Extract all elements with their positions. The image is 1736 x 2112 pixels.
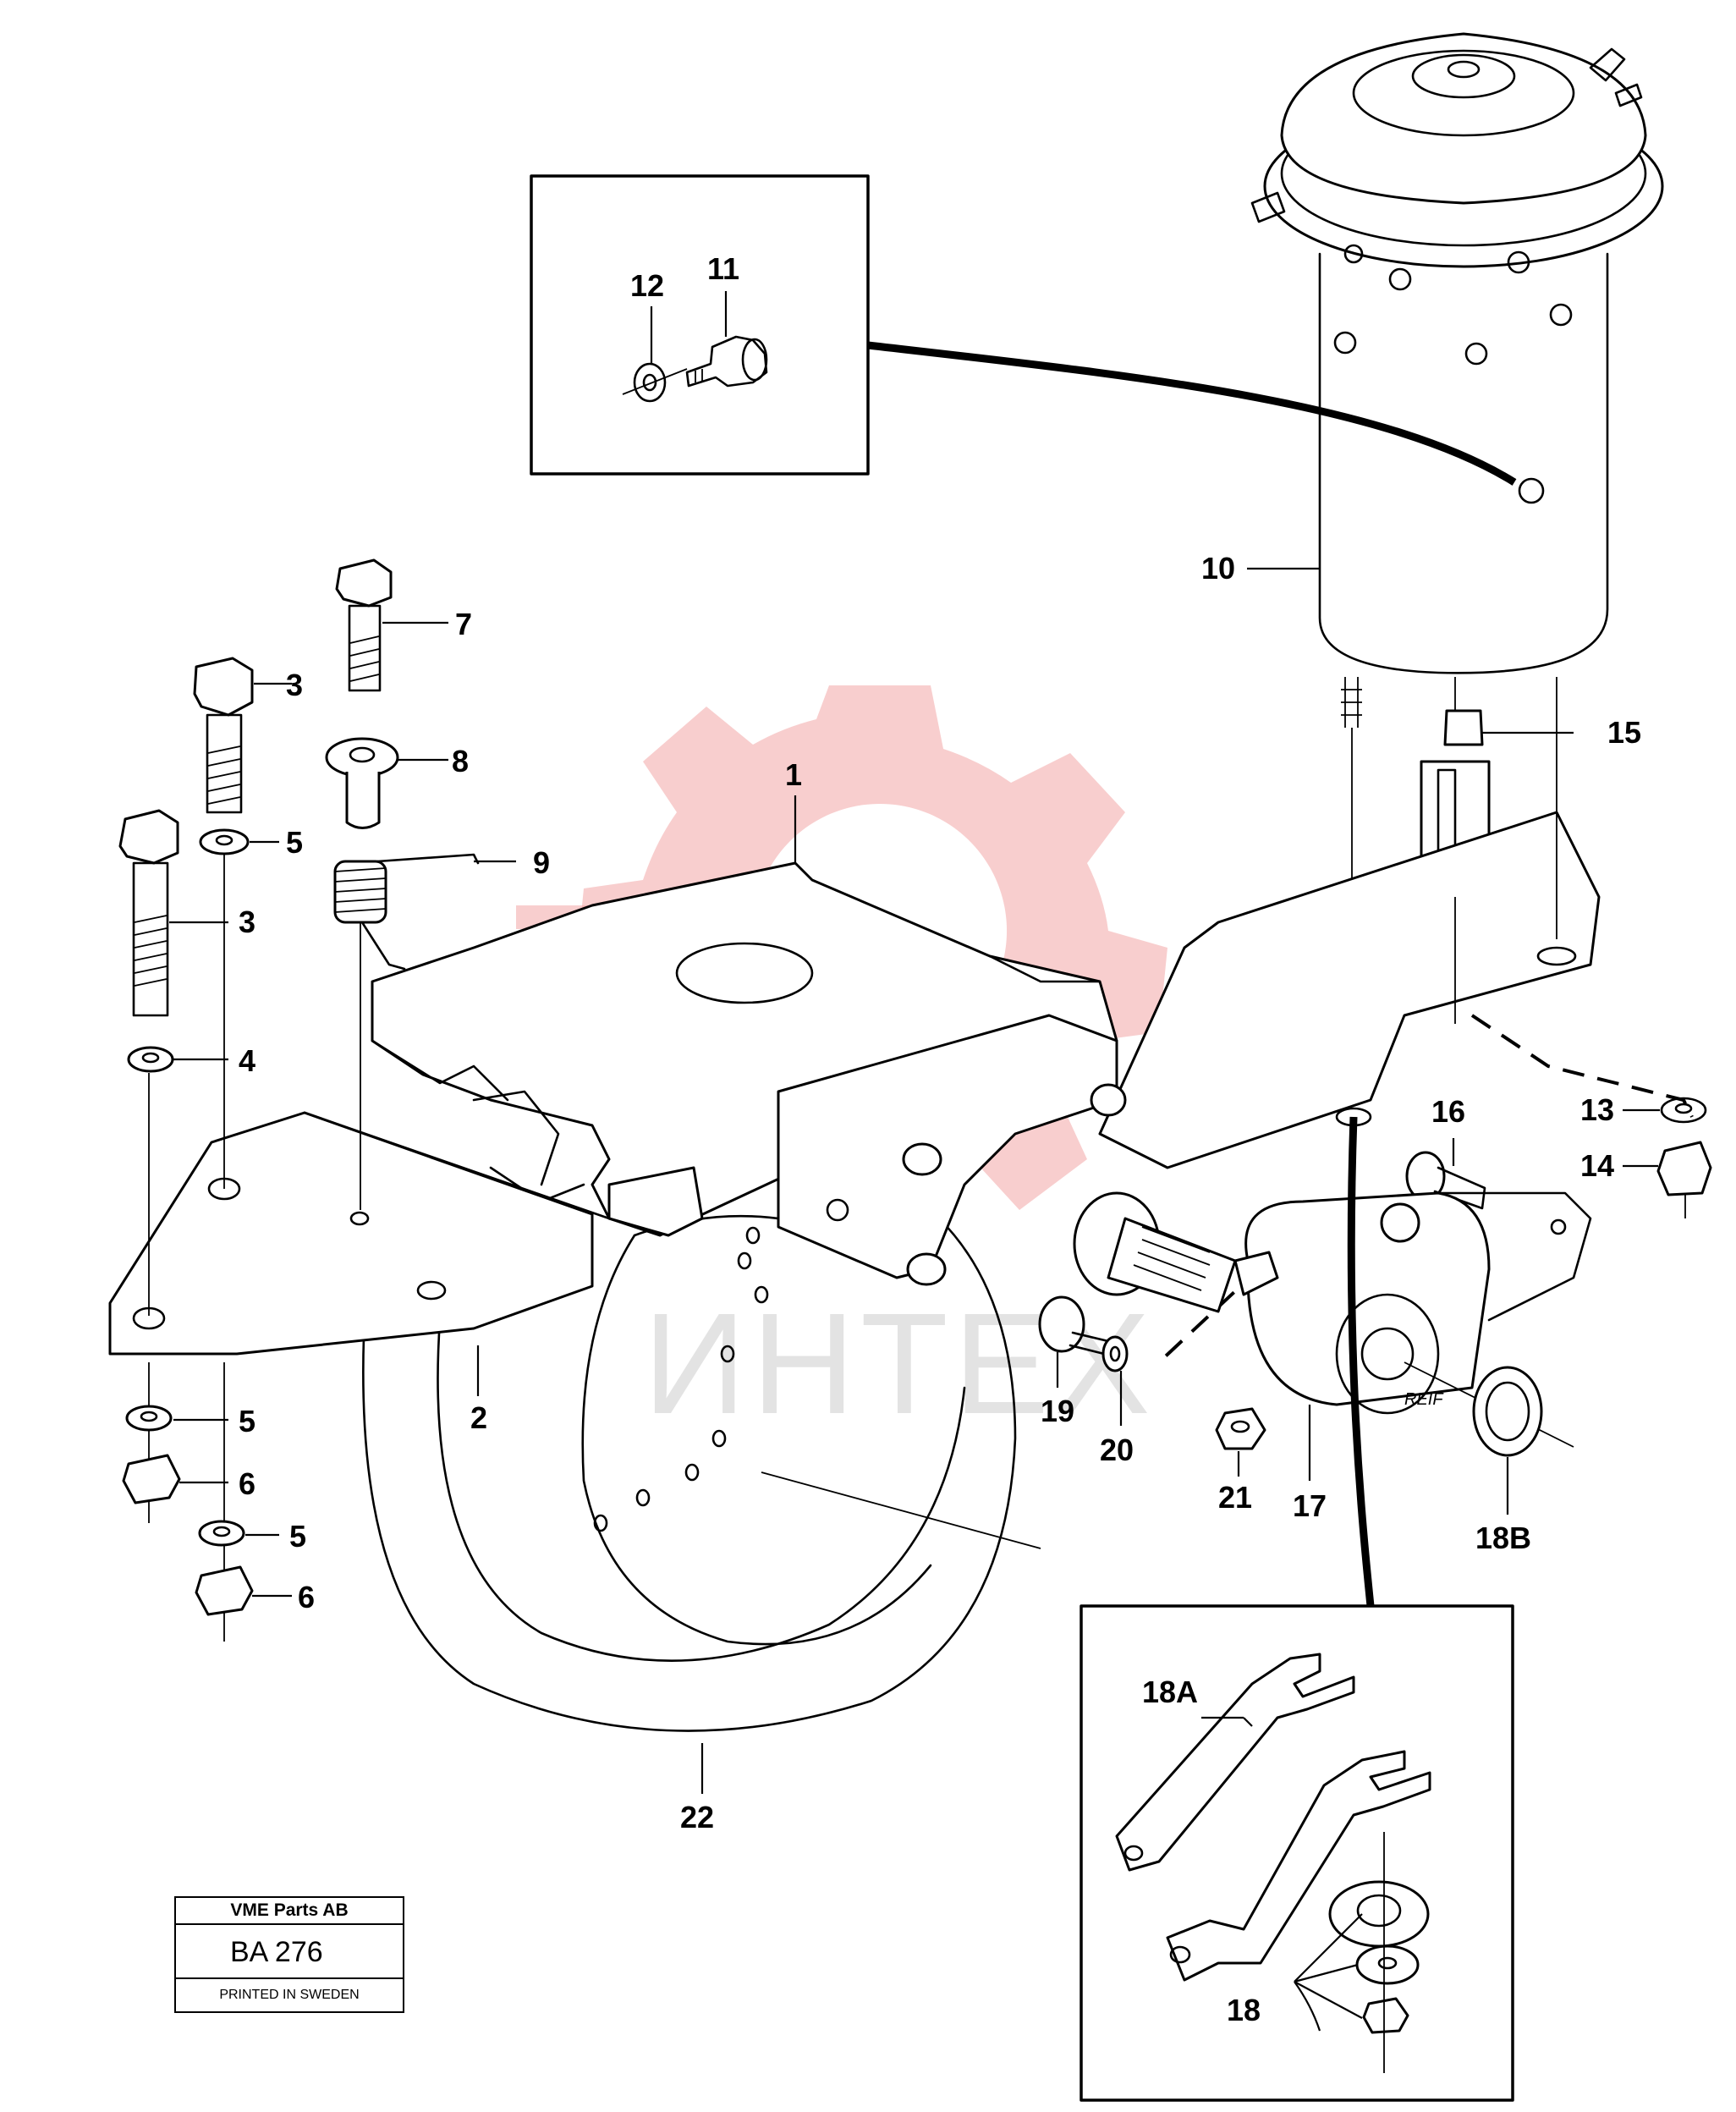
label-19: 19 [1041,1394,1074,1428]
part-5-washer-upper [199,828,250,855]
part-7-bolt [335,558,393,692]
part-10-brake-cylinder [1250,32,1664,1100]
part-6-nut-b [195,1565,254,1616]
label-4: 4 [239,1043,255,1078]
cylinder-bracket [1098,677,1601,1169]
label-5a: 5 [286,825,303,860]
label-9: 9 [533,845,550,880]
label-16: 16 [1431,1094,1465,1129]
label-7: 7 [455,607,472,641]
part-18a-lever-arm [1115,1653,1355,1872]
part-18-lever-arm [1166,1750,1431,1982]
part-18-washer-small [1355,1944,1420,1985]
label-18b: 18B [1475,1521,1531,1555]
part-12-washer [622,362,688,403]
reif-marking: REIF [1404,1390,1444,1409]
label-5b: 5 [239,1404,255,1438]
part-3-bolt-lower [118,809,179,1017]
part-20-washer [1101,1335,1129,1372]
label-10: 10 [1201,551,1235,586]
label-1: 1 [785,757,802,792]
label-21: 21 [1218,1480,1252,1515]
label-2: 2 [470,1400,487,1435]
title-block-company: VME Parts AB [176,1898,403,1925]
part-13-washer [1660,1097,1707,1124]
label-12: 12 [630,268,664,303]
part-5-washer-lower-b [198,1520,245,1547]
label-11: 11 [707,251,739,286]
inset-box-lever [1080,1604,1514,2102]
splined-camshaft [1073,1191,1279,1313]
title-block-code: BA 276 [176,1925,403,1979]
part-11-bleed-screw [685,335,768,388]
label-18: 18 [1227,1993,1261,2027]
label-18a: 18A [1142,1675,1198,1709]
part-3-bolt-upper [193,657,254,814]
label-15: 15 [1607,715,1641,750]
part-2-mounting-plate [108,1111,611,1356]
part-6-nut-a [122,1454,181,1504]
inset-box-screw [530,174,870,476]
part-18-washer-large [1328,1880,1430,1948]
label-6a: 6 [239,1466,255,1501]
part-21-nut [1215,1407,1266,1450]
part-8-bushing [325,737,399,829]
label-3a: 3 [286,668,303,702]
label-22: 22 [680,1800,714,1834]
label-13: 13 [1580,1092,1614,1127]
part-1-brake-caliper [371,861,1127,1286]
part-5-washer-lower-a [125,1405,173,1432]
part-18-nut [1362,1997,1409,2034]
part-18b-washer [1472,1366,1543,1457]
title-block: VME Parts AB BA 276 PRINTED IN SWEDEN [174,1896,404,2013]
part-4-washer [127,1046,174,1073]
label-3b: 3 [239,905,255,939]
title-block-printed: PRINTED IN SWEDEN [219,1988,360,2002]
label-14: 14 [1580,1148,1614,1183]
part-14-nut [1656,1141,1712,1218]
label-20: 20 [1100,1433,1134,1467]
label-5c: 5 [289,1519,306,1554]
label-17: 17 [1293,1488,1327,1523]
label-8: 8 [452,744,469,778]
label-6b: 6 [298,1580,315,1614]
part-9-spring [333,853,480,971]
